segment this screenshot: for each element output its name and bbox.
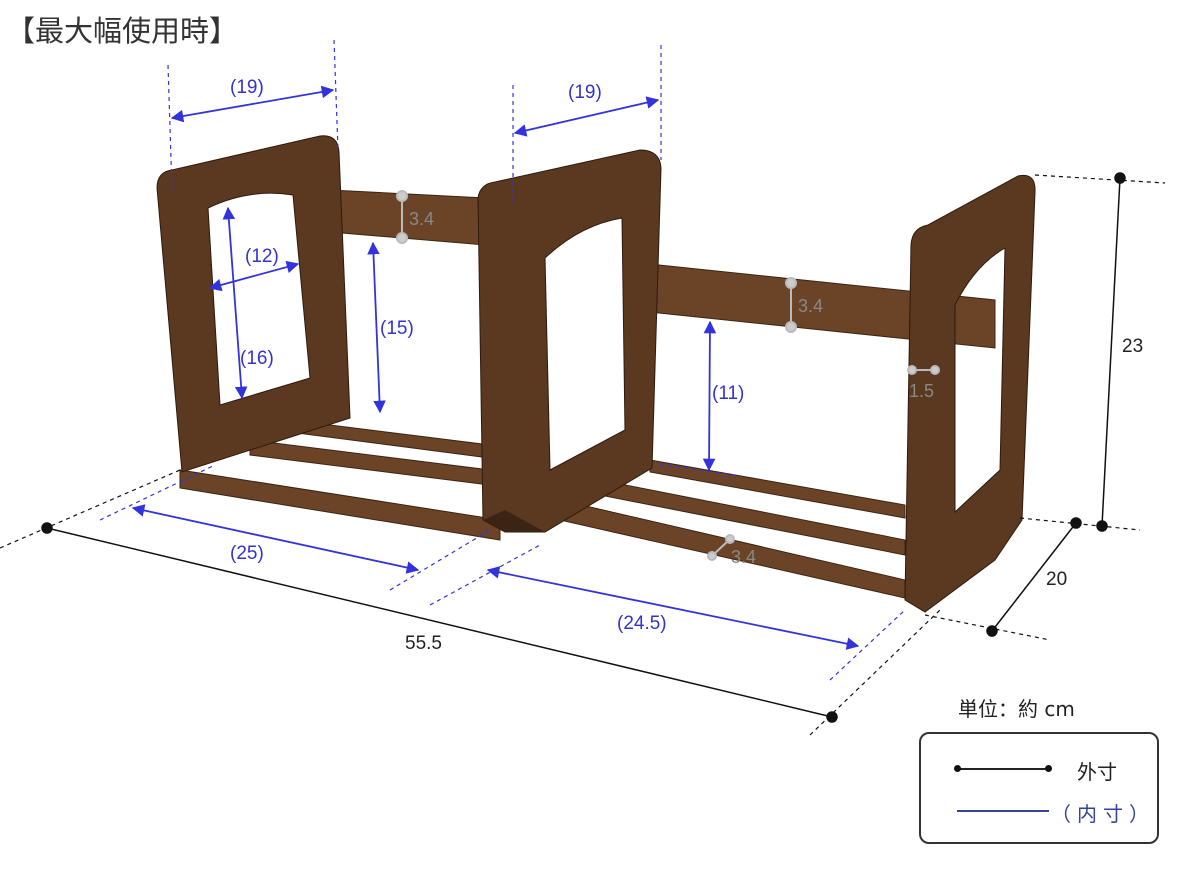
dim-left-inner-width: (25) (230, 543, 264, 564)
dim-overall-width: 55.5 (405, 633, 442, 654)
outer-line-icon (954, 765, 1052, 772)
dim-right-inner-width: (24.5) (617, 613, 667, 634)
dim-window-width: (12) (245, 246, 279, 267)
middle-bookend-base (483, 510, 545, 532)
legend-inner: （内寸） (921, 796, 1157, 826)
gray-markers (396, 190, 940, 561)
dim-panel-thickness: 1.5 (909, 381, 934, 401)
legend-outer-label: 外寸 (1077, 760, 1117, 784)
right-end-panel (904, 174, 1036, 613)
dim-left-rail: 3.4 (409, 209, 434, 229)
legend-inner-label: （内寸） (1051, 802, 1155, 826)
dim-overall-height: 23 (1122, 336, 1143, 357)
dim-right-rail: 3.4 (798, 296, 823, 316)
inner-arrow-icon (957, 810, 1049, 812)
left-end-panel (156, 135, 351, 473)
page-title: 【最大幅使用時】 (6, 14, 239, 48)
dim-right-clearance: (11) (712, 383, 744, 404)
unit-label: 単位：約 cm (958, 697, 1075, 721)
legend-box: 外寸 （内寸） (919, 732, 1159, 844)
dim-left-depth: (19) (230, 77, 264, 98)
dim-right-depth: (19) (568, 82, 602, 103)
inner-dimensions (99, 39, 906, 681)
dim-left-clearance: (15) (380, 318, 414, 339)
dim-overall-depth: 20 (1046, 569, 1067, 590)
legend-outer: 外寸 (921, 754, 1157, 784)
dim-bottom-rail: 3.4 (731, 547, 756, 567)
dim-window-height: (16) (240, 348, 274, 369)
middle-bookend (477, 149, 662, 533)
